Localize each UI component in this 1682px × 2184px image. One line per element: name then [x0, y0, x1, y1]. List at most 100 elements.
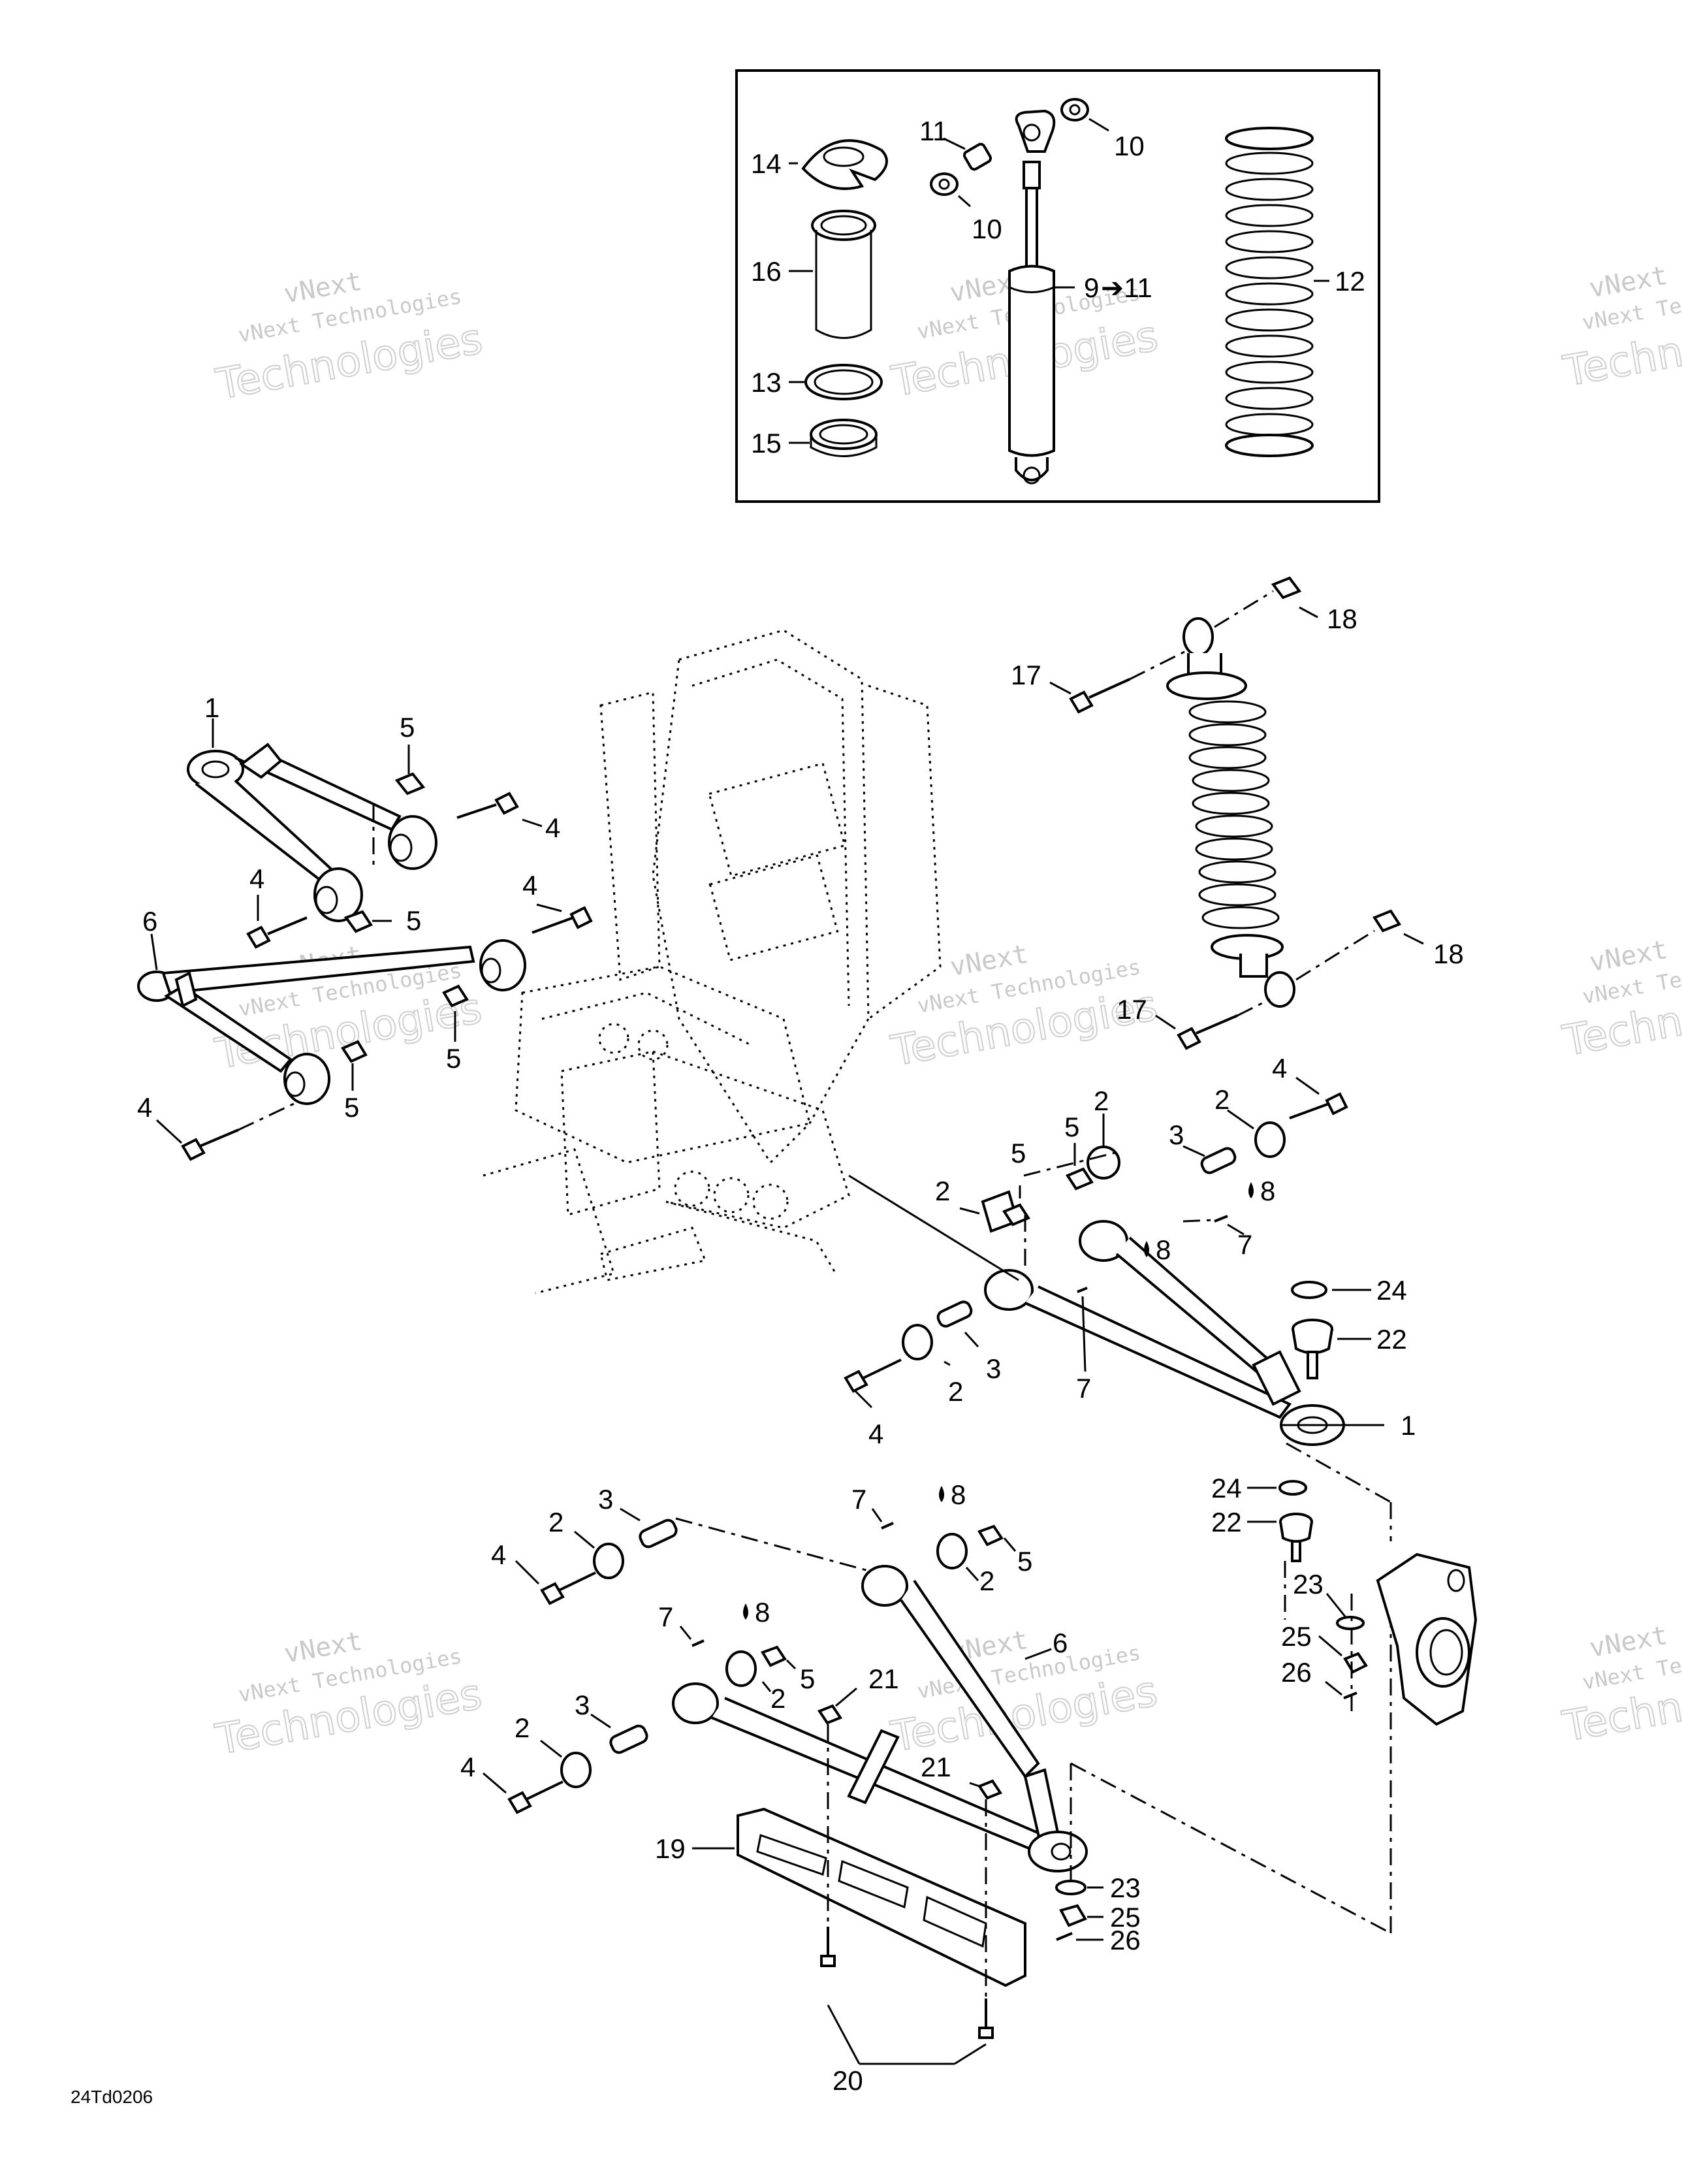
grease-fitting-part-7 — [881, 1522, 894, 1530]
grease-drop-icon — [939, 1486, 944, 1502]
watermark-group: vNext vNext Technologies Technologies vN… — [212, 261, 1682, 1765]
bolt-part-4 — [540, 1571, 596, 1605]
nut-part-5 — [341, 1040, 368, 1063]
bolt-part-17 — [1177, 1014, 1238, 1050]
callout-4: 4 — [137, 1092, 152, 1123]
nut-part-5 — [977, 1524, 1004, 1547]
callout-18-top: 18 — [1327, 603, 1357, 634]
callout-19: 19 — [655, 1833, 686, 1864]
callout-4: 4 — [460, 1752, 475, 1782]
callout-15: 15 — [751, 428, 782, 458]
sleeve-part-16 — [811, 210, 876, 339]
callout-4: 4 — [545, 812, 560, 843]
grease-fitting-part-7 — [1077, 1287, 1088, 1293]
bushing-part-2 — [725, 1650, 757, 1687]
callout-22: 22 — [1376, 1324, 1407, 1355]
callout-26: 26 — [1281, 1657, 1312, 1688]
sleeve-part-3 — [1200, 1147, 1237, 1174]
bushing-part-2 — [560, 1752, 592, 1788]
nut-part-5 — [442, 984, 469, 1008]
callout-8: 8 — [1156, 1234, 1171, 1265]
callout-5: 5 — [400, 712, 415, 743]
grease-fitting-part-7 — [1214, 1215, 1228, 1223]
callout-4: 4 — [1272, 1053, 1287, 1084]
drawing-code: 24Td0206 — [71, 2087, 153, 2107]
callout-7: 7 — [1237, 1229, 1252, 1260]
callout-12: 12 — [1335, 266, 1365, 297]
lower-a-arm-right-part-6 — [672, 1565, 1088, 1872]
coil-spring-part-12 — [1225, 127, 1314, 457]
grease-drop-icon — [743, 1603, 748, 1620]
callout-3: 3 — [575, 1690, 590, 1720]
callout-25: 25 — [1281, 1621, 1312, 1652]
nut-part-25 — [1343, 1652, 1368, 1674]
callout-13: 13 — [751, 367, 782, 398]
callout-9: 9 — [1084, 272, 1099, 303]
callout-21: 21 — [921, 1752, 951, 1782]
bolt-part-4 — [507, 1780, 563, 1814]
callout-18-bottom: 18 — [1433, 939, 1464, 969]
nut-part-5 — [761, 1645, 787, 1667]
callout-2: 2 — [935, 1176, 950, 1206]
nut-part-21 — [977, 1779, 1003, 1800]
upper-a-arm-right-part-1 — [984, 1220, 1345, 1446]
callout-7: 7 — [1076, 1373, 1091, 1404]
ring-part-13 — [804, 364, 883, 400]
callout-26: 26 — [1110, 1925, 1141, 1955]
vehicle-frame — [483, 629, 942, 1294]
bushing-part-2 — [902, 1324, 933, 1360]
callout-8: 8 — [1260, 1176, 1275, 1206]
cotter-pin-part-26 — [1056, 1932, 1073, 1941]
callout-6-right: 6 — [1053, 1628, 1068, 1658]
nut-part-18 — [1372, 909, 1402, 933]
callout-5: 5 — [1011, 1138, 1026, 1168]
callout-10-bottom: 10 — [972, 214, 1002, 244]
callout-24: 24 — [1376, 1275, 1407, 1306]
retaining-ring-part-24 — [1278, 1480, 1307, 1496]
grommet-part-10-bottom — [930, 172, 959, 196]
callout-16: 16 — [751, 256, 782, 287]
grease-drop-icon — [1144, 1241, 1149, 1257]
callout-5: 5 — [344, 1092, 359, 1123]
ball-joint-part-22 — [1279, 1513, 1313, 1562]
callout-2: 2 — [1094, 1085, 1109, 1116]
callout-7: 7 — [658, 1601, 673, 1632]
callout-25: 25 — [1110, 1902, 1141, 1933]
retaining-ring-part-24 — [1291, 1281, 1327, 1299]
callout-5: 5 — [446, 1043, 461, 1074]
callout-8: 8 — [951, 1479, 966, 1510]
washer-part-15 — [810, 419, 878, 457]
washer-part-23 — [1336, 1616, 1365, 1630]
callout-2: 2 — [979, 1566, 994, 1596]
ball-joint-part-22 — [1292, 1319, 1333, 1379]
callout-20: 20 — [833, 2065, 863, 2096]
nut-part-5 — [1002, 1203, 1030, 1227]
callout-23: 23 — [1293, 1569, 1324, 1599]
callout-17-top: 17 — [1011, 660, 1041, 690]
callout-21: 21 — [868, 1663, 899, 1694]
callout-3: 3 — [598, 1484, 613, 1515]
callout-24: 24 — [1211, 1473, 1242, 1503]
cotter-pin-part-26 — [1343, 1692, 1357, 1699]
callout-8: 8 — [755, 1597, 770, 1628]
callout-labels: 1 1 5 5 5 5 5 5 5 5 4 4 4 4 4 4 4 4 — [137, 603, 1464, 2096]
callout-2: 2 — [515, 1712, 530, 1743]
bushing-part-2 — [936, 1533, 968, 1569]
grommet-part-10-top — [1060, 98, 1089, 121]
bolt-part-20 — [820, 1927, 836, 1967]
callout-5: 5 — [406, 905, 421, 936]
callout-6-left: 6 — [142, 906, 157, 937]
callout-2: 2 — [770, 1683, 785, 1714]
callout-11: 11 — [919, 116, 948, 146]
bushing-part-11 — [962, 142, 992, 171]
callout-3: 3 — [986, 1353, 1001, 1384]
skid-plate-part-19 — [737, 1807, 1026, 1987]
callout-4: 4 — [249, 863, 264, 894]
lower-a-arm-left-part-6 — [137, 939, 526, 1105]
callout-7: 7 — [851, 1484, 866, 1515]
bolt-part-4 — [844, 1358, 902, 1393]
bolt-part-4 — [181, 1129, 239, 1161]
sleeve-part-3 — [609, 1724, 648, 1754]
grease-fitting-part-7 — [691, 1639, 705, 1647]
